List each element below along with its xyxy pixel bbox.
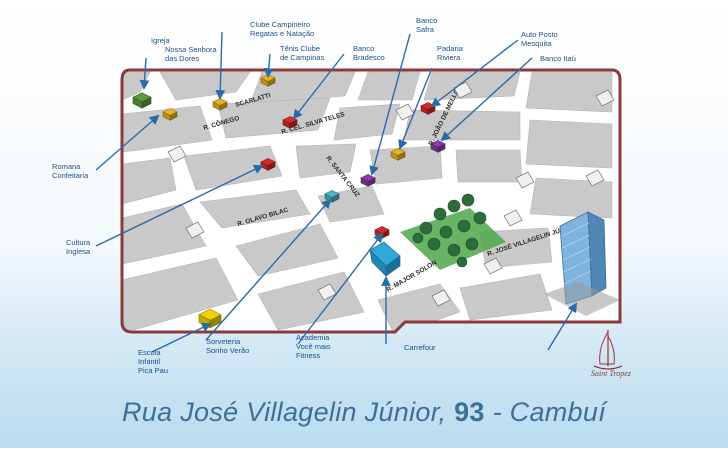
page-title: Rua José Villagelin Júnior, 93 - Cambuí bbox=[0, 397, 728, 428]
poi-building-auto-posto bbox=[420, 102, 436, 115]
arrow-riviera bbox=[398, 67, 433, 150]
carrefour-building bbox=[369, 241, 401, 277]
park-trees bbox=[412, 193, 487, 268]
houses bbox=[167, 81, 615, 307]
poi-building-sorveteria bbox=[324, 190, 340, 203]
residential-tower bbox=[544, 211, 620, 316]
arrow-bradesco bbox=[292, 53, 345, 120]
poi-label-clube-regatas: Clube Campineiro Regatas e Natação bbox=[250, 20, 315, 38]
poi-buildings bbox=[132, 74, 446, 329]
poi-building-itau bbox=[430, 140, 446, 153]
poi-label-cultura: Cultura Inglesa bbox=[66, 238, 91, 256]
arrow-clube-regatas bbox=[215, 31, 226, 100]
arrow-sorveteria bbox=[205, 198, 332, 341]
city-blocks bbox=[122, 71, 613, 331]
pointer-arrows bbox=[95, 31, 578, 353]
poi-building-romana bbox=[162, 108, 178, 121]
map-area bbox=[122, 70, 620, 332]
arrow-cultura bbox=[95, 164, 264, 247]
poi-building-cultura bbox=[260, 158, 276, 171]
arrow-itau bbox=[440, 57, 533, 142]
logo-text: Saint Tropez bbox=[591, 369, 631, 378]
poi-label-auto-posto: Auto Posto Mesquita bbox=[521, 30, 558, 48]
poi-building-safra bbox=[360, 174, 376, 187]
saint-tropez-logo bbox=[593, 330, 623, 370]
title-number: 93 bbox=[454, 397, 485, 427]
arrow-romana bbox=[95, 114, 160, 171]
poi-label-bradesco: Banco Bradesco bbox=[353, 44, 385, 62]
arrow-safra bbox=[369, 33, 411, 176]
arrow-escola bbox=[151, 322, 212, 353]
poi-label-safra: Banco Safra bbox=[416, 16, 438, 34]
arrow-igreja bbox=[139, 57, 150, 90]
poi-label-tenis-clube: Tênis Clube de Campinas bbox=[280, 44, 325, 62]
arrow-academia bbox=[297, 232, 384, 345]
arrow-tower bbox=[547, 302, 578, 351]
poi-building-igreja bbox=[132, 92, 152, 109]
poi-label-carrefour: Carrefour bbox=[404, 343, 436, 352]
map-frame bbox=[120, 68, 622, 334]
poi-label-escola: Escola Infantil Pica Pau bbox=[138, 348, 169, 375]
title-street: Rua José Villagelin Júnior, bbox=[122, 397, 447, 427]
poi-label-romana: Romana Confeitaria bbox=[52, 162, 89, 180]
arrow-auto-posto bbox=[430, 39, 519, 108]
poi-label-sorveteria: Sorveteria Sonho Verão bbox=[206, 337, 250, 355]
title-district: - Cambuí bbox=[492, 397, 606, 427]
poi-label-igreja: Igreja Nossa Senhora das Dores bbox=[151, 36, 217, 63]
poi-label-itau: Banco Itaú bbox=[540, 54, 576, 63]
arrow-tenis-clube bbox=[263, 53, 274, 78]
poi-building-riviera bbox=[390, 148, 406, 161]
poi-label-riviera: Padaria Riviera bbox=[437, 44, 463, 62]
poi-label-academia: Academia Você mais Fitness bbox=[296, 333, 331, 360]
